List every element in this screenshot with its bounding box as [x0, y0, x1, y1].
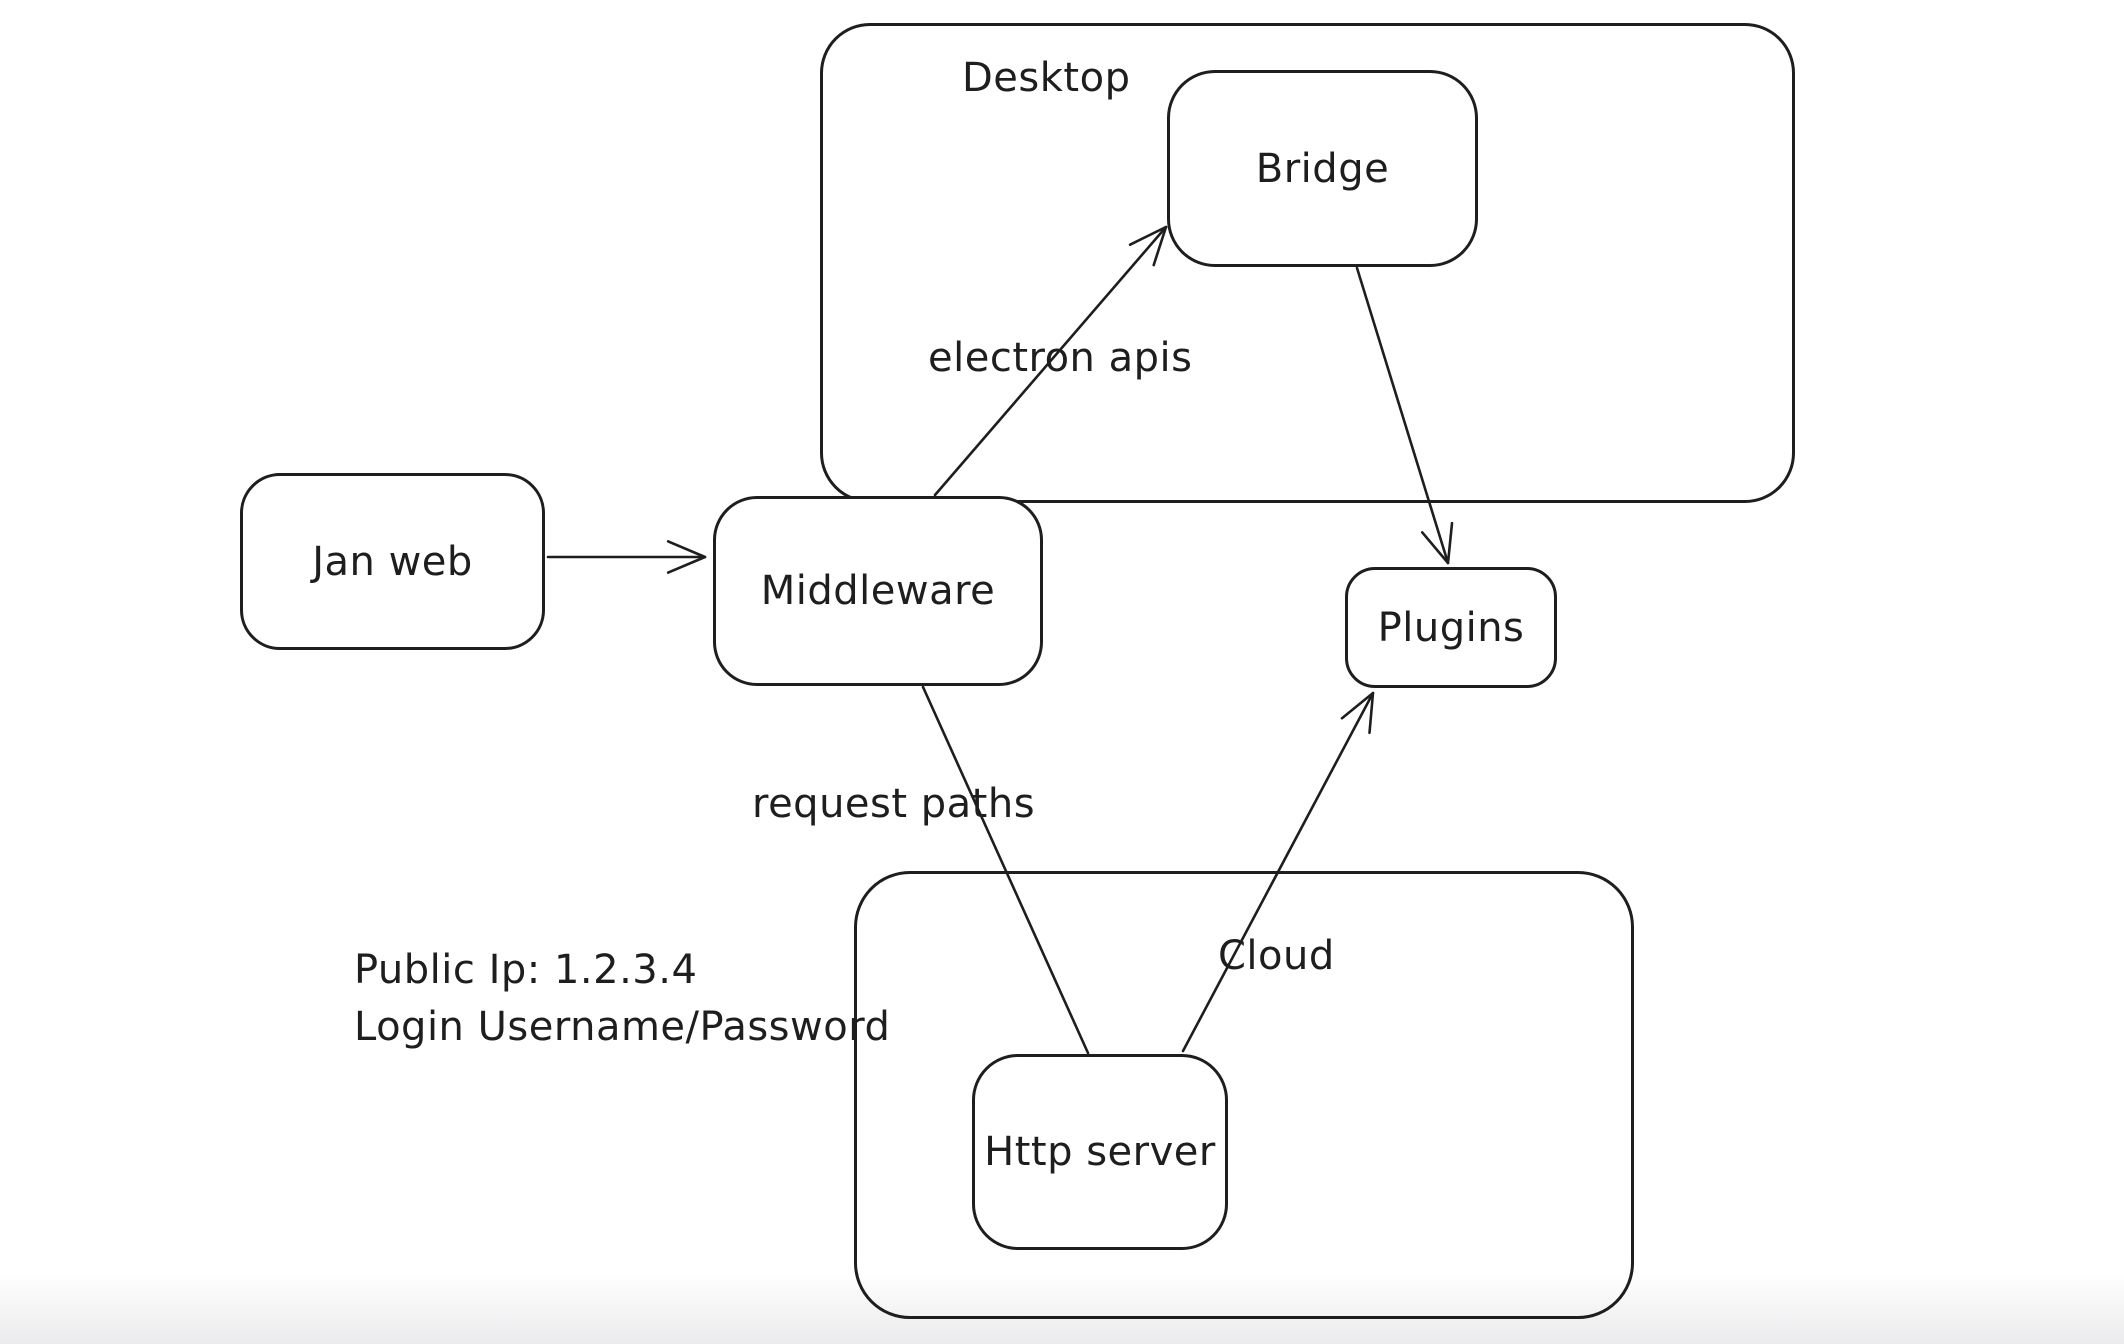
edge-jan-web-to-middleware[interactable]	[546, 540, 707, 574]
node-label-bridge: Bridge	[1255, 145, 1390, 192]
arrowhead-jan-web-to-middleware	[666, 540, 707, 574]
edge-http-server-to-plugins[interactable]	[1181, 691, 1375, 1053]
edge-middleware-to-http-server[interactable]	[921, 685, 1090, 1055]
node-bridge[interactable]: Bridge	[1167, 70, 1478, 267]
node-label-http-server: Http server	[984, 1129, 1216, 1175]
edge-line-middleware-to-http-server	[921, 685, 1090, 1055]
label-electron-apis[interactable]: electron apis	[928, 335, 1193, 381]
edge-bridge-to-plugins[interactable]	[1355, 266, 1454, 565]
node-middleware[interactable]: Middleware	[713, 496, 1043, 686]
node-label-middleware: Middleware	[760, 568, 996, 614]
node-http-server[interactable]: Http server	[972, 1054, 1228, 1250]
arrowhead-bridge-to-plugins	[1421, 521, 1454, 565]
edge-line-bridge-to-plugins	[1355, 266, 1450, 565]
label-public-ip[interactable]: Public Ip: 1.2.3.4	[354, 947, 698, 993]
container-desktop[interactable]	[820, 23, 1795, 503]
edge-line-http-server-to-plugins	[1181, 691, 1375, 1053]
arrowhead-middleware-to-bridge	[1128, 225, 1168, 267]
node-jan-web[interactable]: Jan web	[240, 473, 545, 650]
edge-middleware-to-bridge[interactable]	[933, 225, 1168, 497]
node-label-plugins: Plugins	[1377, 604, 1525, 651]
container-label-cloud[interactable]: Cloud	[1218, 933, 1335, 979]
node-plugins[interactable]: Plugins	[1345, 567, 1557, 688]
arrowhead-http-server-to-plugins	[1340, 691, 1375, 735]
node-label-jan-web: Jan web	[312, 538, 473, 585]
label-login-credentials[interactable]: Login Username/Password	[354, 1004, 891, 1050]
container-label-desktop[interactable]: Desktop	[962, 55, 1131, 101]
label-request-paths[interactable]: request paths	[752, 781, 1036, 827]
edge-line-middleware-to-bridge	[933, 225, 1168, 497]
